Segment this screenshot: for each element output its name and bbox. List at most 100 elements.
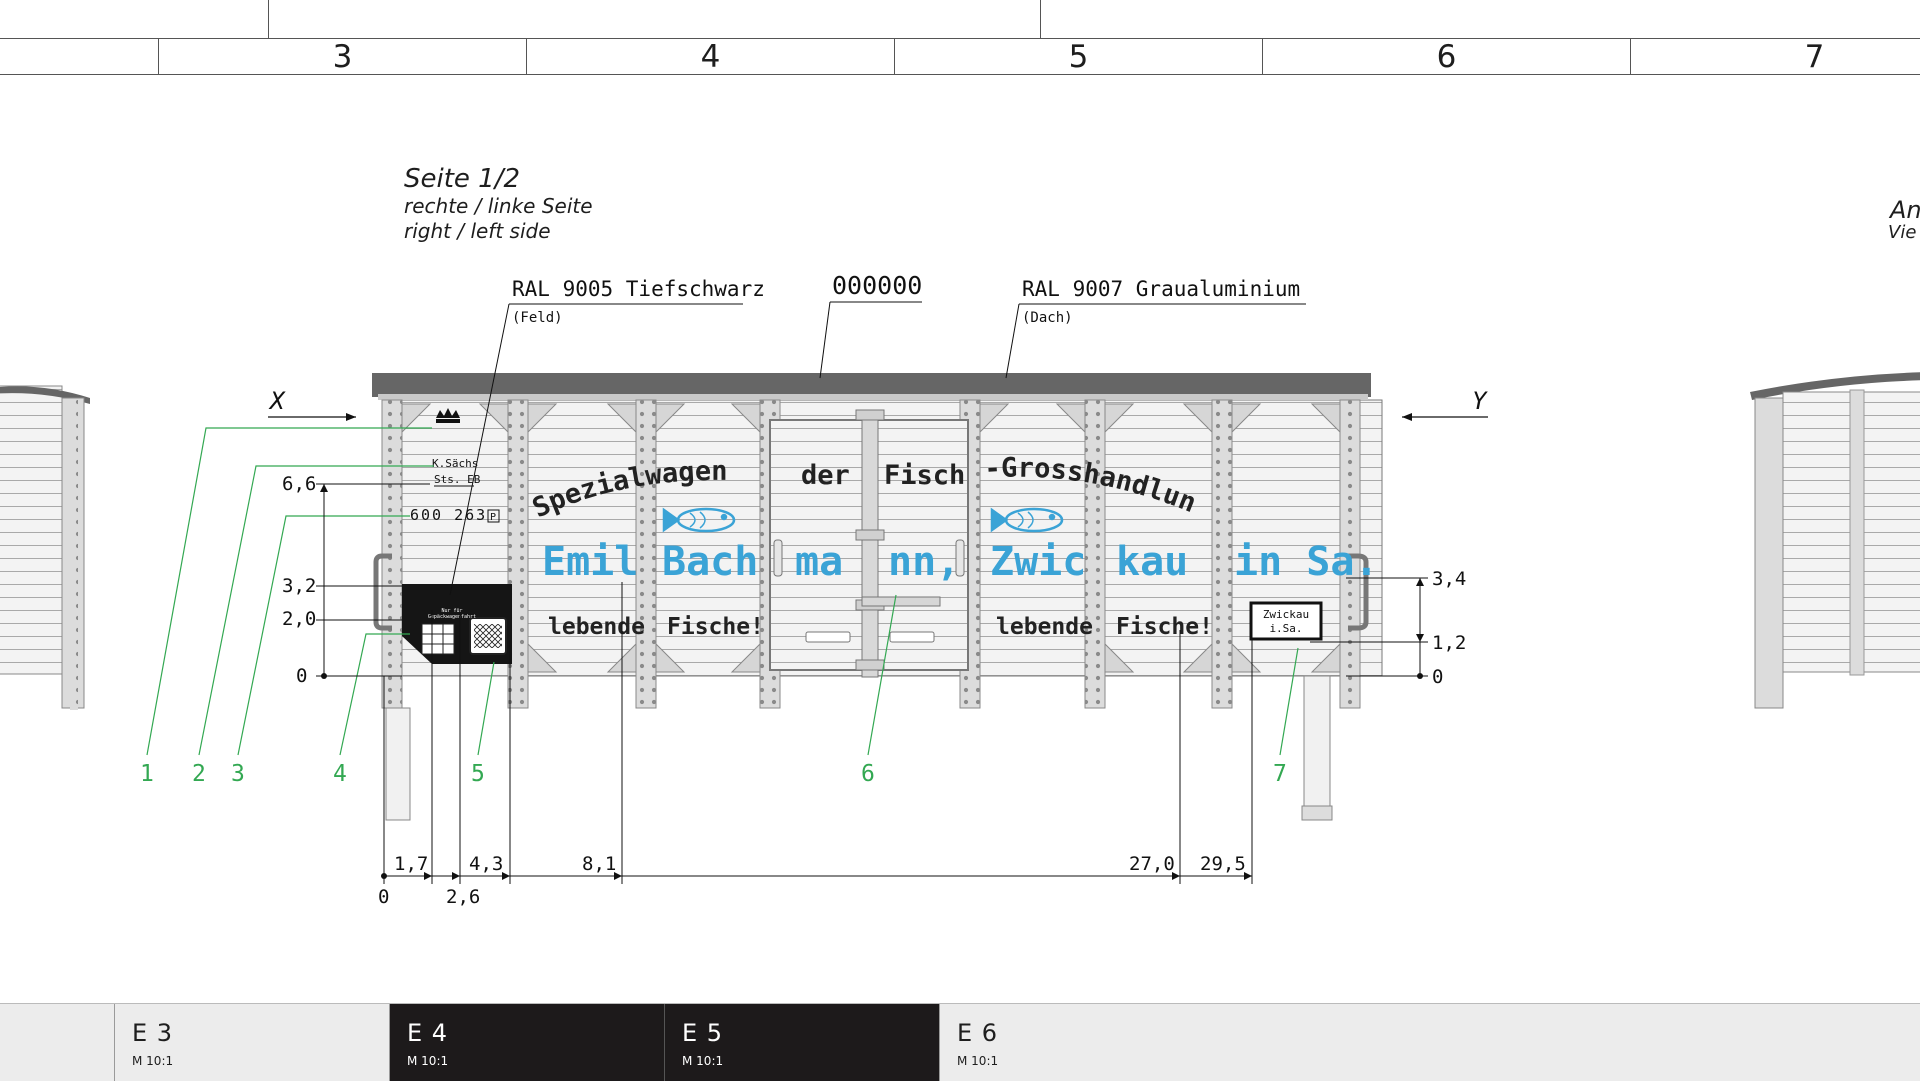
dimension-lines-bottom [383, 582, 1253, 884]
grid-header-columns: 3 4 5 6 7 [0, 38, 1920, 75]
fish-icon [990, 507, 1064, 533]
lettering-blue: kau [1116, 539, 1188, 585]
dimension-label: 2,0 [282, 608, 316, 630]
tab-scale: M 10:1 [407, 1054, 449, 1068]
dimension-label: 2,6 [446, 886, 480, 908]
tab-e3[interactable]: E 3 M 10:1 [114, 1004, 389, 1081]
station-placard-line-1: Zwickau [1263, 608, 1309, 621]
lettering-blue: nn, [888, 539, 960, 585]
lettering-blue: Emil [542, 539, 638, 585]
crown-icon [436, 408, 460, 418]
wagon-roof [372, 373, 1371, 397]
callout-ral-9007-label: RAL 9007 Graualuminium [1022, 277, 1300, 301]
end-view-title-line-1: An [1890, 196, 1920, 224]
callout-number-label: 000000 [832, 271, 922, 300]
lettering-black-bottom: lebende [548, 614, 645, 640]
wagon-sliding-door [769, 409, 969, 678]
callout-ral-9005-label: RAL 9005 Tiefschwarz [512, 277, 765, 301]
dimension-arrows-right [1416, 578, 1424, 679]
station-placard [1249, 601, 1323, 641]
dimension-labels-bottom: 1,7 4,3 8,1 27,0 29,5 0 2,6 [378, 853, 1246, 908]
owner-mark-line-1: K.Sächs [432, 457, 478, 470]
position-number: 5 [471, 761, 485, 787]
view-title-line-3: right / left side [404, 219, 551, 243]
view-marker-y-label: Y [1472, 387, 1488, 415]
dimension-labels-left: 6,6 3,2 2,0 0 [282, 473, 316, 687]
tab-e4[interactable]: E 4 M 10:1 [389, 1004, 664, 1081]
lettering-blue: in Sa. [1234, 539, 1379, 585]
sheet-tab-bar: E 3 M 10:1 E 4 M 10:1 E 5 M 10:1 E 6 M 1… [0, 1003, 1920, 1081]
dimension-label: 29,5 [1200, 853, 1246, 875]
wagon-body [372, 373, 1383, 821]
view-marker-y: Y [1402, 387, 1488, 421]
lettering-black-bottom: lebende [996, 614, 1093, 640]
view-title-line-2: rechte / linke Seite [404, 194, 593, 218]
grid-column-7: 7 [1630, 38, 1920, 75]
left-end-view-partial [0, 385, 90, 710]
grid-column-number: 3 [332, 39, 353, 75]
view-title-line-1: Seite 1/2 [404, 164, 521, 194]
position-number: 6 [861, 761, 875, 787]
grid-header-upper [0, 0, 1920, 39]
grid-column-3: 3 [158, 38, 526, 75]
grid-column-6: 6 [1262, 38, 1630, 75]
view-marker-x: X [268, 387, 356, 421]
tab-scale: M 10:1 [132, 1054, 174, 1068]
view-marker-x-label: X [268, 387, 286, 415]
plate-text-small-1: Nur für [441, 608, 462, 614]
owner-markings: K.Sächs Sts. EB 600 263 P [410, 408, 500, 524]
lettering-fisch: Fisch [884, 460, 965, 491]
position-number: 7 [1273, 761, 1287, 787]
dimension-label: 6,6 [282, 473, 316, 495]
position-number: 1 [140, 761, 154, 787]
wagon-number: 600 263 [410, 506, 487, 524]
lettering-blue: Bach [662, 539, 758, 585]
dimension-label: 0 [1432, 666, 1443, 688]
dimension-label: 3,2 [282, 575, 316, 597]
plate-text-small-2: Gepäckwagenfahrt [428, 614, 476, 620]
dimension-label: 1,2 [1432, 632, 1466, 654]
tab-label: E 6 [957, 1019, 999, 1047]
grid-column-number: 7 [1804, 39, 1825, 75]
callout-ral-9007-sub: (Dach) [1022, 310, 1073, 326]
grid-column-number: 6 [1436, 39, 1457, 75]
dimension-label: 0 [378, 886, 389, 908]
station-placard-line-2: i.Sa. [1269, 622, 1302, 635]
dimension-label: 3,4 [1432, 568, 1466, 590]
black-field-panel: Nur für Gepäckwagenfahrt [402, 584, 512, 664]
corner-gussets [401, 403, 1341, 673]
tab-scale: M 10:1 [682, 1054, 724, 1068]
lettering-black-bottom: Fische! [1116, 614, 1213, 640]
fish-icon [662, 507, 736, 533]
owner-mark-line-2: Sts. EB [434, 473, 481, 486]
position-number: 3 [231, 761, 245, 787]
tab-label: E 5 [682, 1019, 724, 1047]
view-title: Seite 1/2 rechte / linke Seite right / l… [404, 164, 593, 244]
dimension-arrows-bottom [381, 872, 1252, 880]
tab-label: E 4 [407, 1019, 449, 1047]
dimension-label: 8,1 [582, 853, 616, 875]
position-number: 2 [192, 761, 206, 787]
tab-e6[interactable]: E 6 M 10:1 [939, 1004, 1214, 1081]
grid-column-number: 5 [1068, 39, 1089, 75]
dimension-arrows-left [320, 484, 328, 679]
lettering-blue: Zwic [990, 539, 1086, 585]
callout-ral-9007: RAL 9007 Graualuminium (Dach) [1005, 277, 1306, 379]
grid-upper-cell [268, 0, 1040, 38]
position-leaders [146, 427, 1299, 756]
grid-upper-cell [1040, 0, 1920, 38]
callout-ral-9005-sub: (Feld) [512, 310, 563, 326]
grid-column-4: 4 [526, 38, 894, 75]
tab-scale: M 10:1 [957, 1054, 999, 1068]
callout-number: 000000 [819, 271, 922, 379]
lettering-black-bottom: Fische! [667, 614, 764, 640]
position-numbers: 1 2 3 4 5 6 7 [140, 761, 1287, 787]
tab-e5[interactable]: E 5 M 10:1 [664, 1004, 939, 1081]
wagon-side-view-drawing: Nur für Gepäckwagenfahrt K.Sächs Sts. EB… [0, 0, 1920, 908]
callout-ral-9005: RAL 9005 Tiefschwarz (Feld) [449, 277, 765, 596]
dimension-label: 1,7 [394, 853, 428, 875]
tab-label: E 3 [132, 1019, 174, 1047]
dimension-label: 4,3 [469, 853, 503, 875]
lettering-blue: ma [795, 539, 843, 585]
